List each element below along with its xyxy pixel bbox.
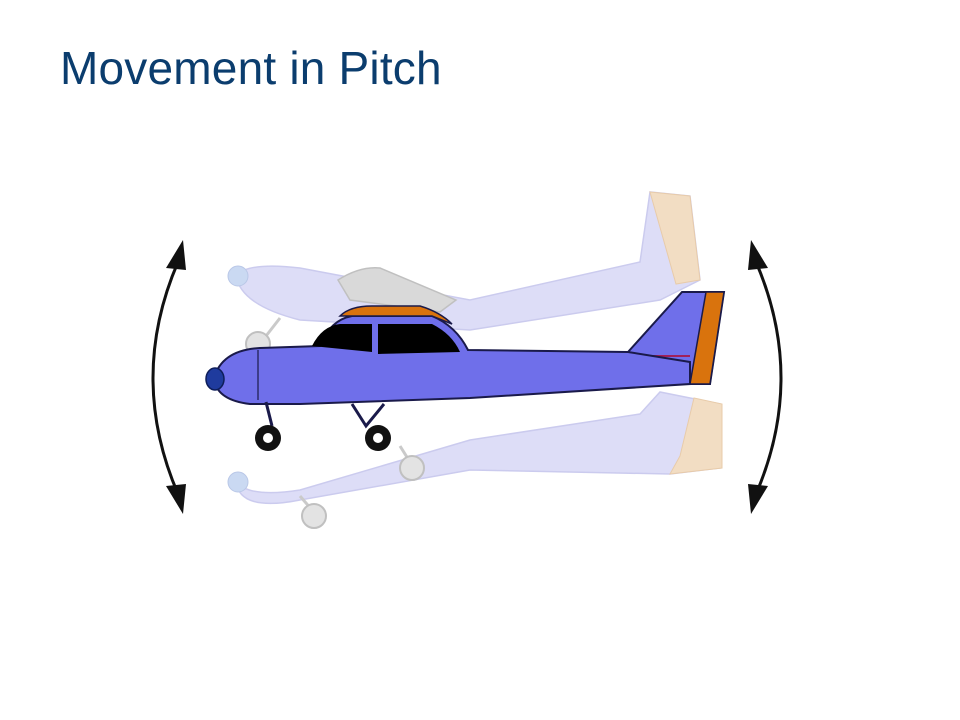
ghost-airplane-nose-up	[227, 191, 701, 357]
ghost-airplane-nose-down	[227, 391, 723, 529]
rudder-trim	[689, 291, 725, 385]
right-curved-double-arrow-icon	[748, 240, 783, 514]
propeller-spinner	[205, 367, 225, 391]
airplane-level	[205, 291, 726, 451]
page-title: Movement in Pitch	[60, 42, 442, 94]
left-curved-double-arrow-icon	[151, 240, 186, 514]
